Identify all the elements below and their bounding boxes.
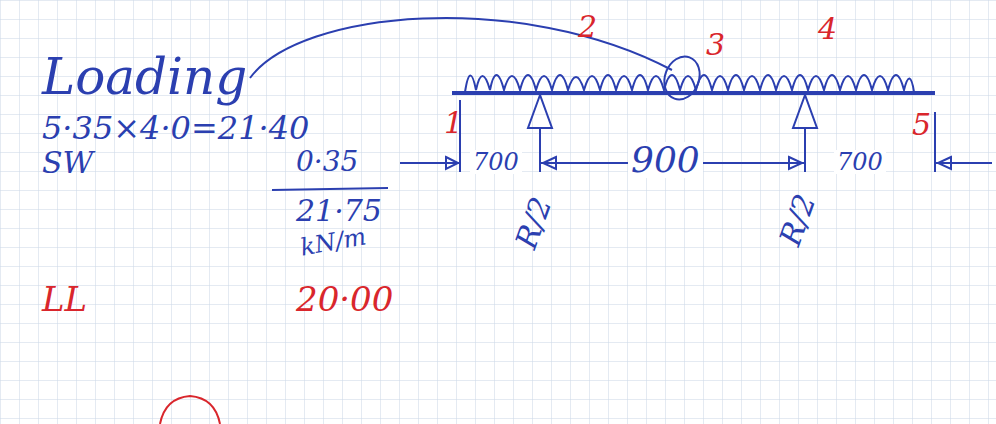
arrowhead	[789, 157, 802, 169]
dimension-line	[400, 162, 460, 164]
load-calc: 5·35×4·0=21·40	[42, 112, 309, 144]
leader-arc	[250, 18, 672, 78]
heading: Loading	[42, 52, 247, 102]
support	[528, 95, 552, 128]
load-name: LL	[42, 282, 87, 316]
distributed-load	[465, 75, 914, 92]
dimension-line	[935, 162, 992, 164]
callout-number: 1	[444, 108, 463, 138]
sum-line	[272, 188, 388, 190]
callout-number: 4	[818, 14, 837, 44]
arrowhead	[938, 157, 951, 169]
load-total: 21·75	[296, 196, 382, 226]
circle-mark	[160, 396, 220, 424]
load-value: 20·00	[296, 282, 393, 316]
load-name: SW	[42, 148, 93, 178]
support	[793, 95, 817, 128]
dimension: 700	[470, 150, 522, 174]
callout-number: 5	[912, 110, 931, 140]
extension-line	[539, 128, 541, 172]
callout-number: 3	[706, 30, 725, 60]
dimension: 900	[628, 142, 703, 178]
extension-line	[804, 128, 806, 172]
beam	[452, 91, 935, 95]
load-value: 0·35	[296, 148, 358, 176]
arrowhead	[446, 157, 458, 169]
circle-mark	[659, 52, 706, 105]
arrowhead	[543, 157, 556, 169]
callout-number: 2	[578, 12, 597, 42]
dimension: 700	[834, 150, 886, 174]
